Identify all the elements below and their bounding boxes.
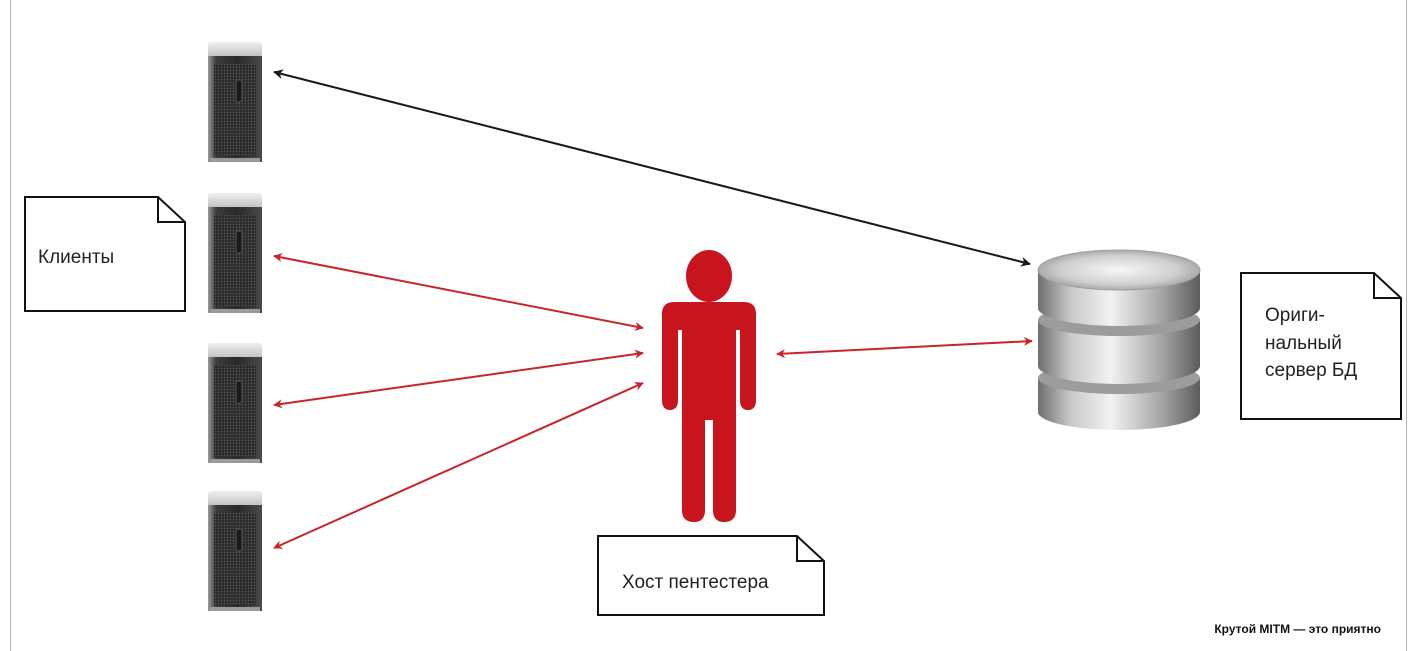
arrow-client3-pentester bbox=[273, 349, 644, 409]
clients-note-fold bbox=[157, 197, 185, 223]
db-note-fold bbox=[1373, 273, 1401, 299]
pentester-host-label: Хост пентестера bbox=[622, 572, 769, 593]
client-server-2-icon bbox=[208, 193, 262, 313]
arrow-client2-pentester bbox=[273, 253, 644, 331]
arrow-client1-database bbox=[273, 69, 1031, 267]
client-server-4-icon bbox=[208, 491, 262, 611]
db-server-label: Ориги- нальный сервер БД bbox=[1265, 302, 1357, 385]
client-server-3-icon bbox=[208, 343, 262, 463]
arrow-client4-pentester bbox=[273, 382, 644, 549]
pentester-note-shape bbox=[597, 535, 825, 616]
diagram-frame bbox=[10, 0, 1407, 651]
db-note-shape bbox=[1240, 272, 1402, 420]
clients-note-shape bbox=[24, 196, 186, 312]
pentester-note-fold bbox=[796, 536, 824, 562]
db-server-label-line-3: сервер БД bbox=[1265, 360, 1358, 382]
pentester-person-icon bbox=[662, 250, 756, 522]
db-server-label-line-2: нальный bbox=[1265, 332, 1342, 354]
database-server-icon bbox=[1037, 249, 1201, 430]
client-server-1-icon bbox=[208, 42, 262, 162]
arrow-pentester-database bbox=[776, 336, 1033, 359]
db-server-label-line-1: Ориги- bbox=[1265, 305, 1325, 326]
clients-label: Клиенты bbox=[38, 247, 115, 268]
figure-caption: Крутой MITM — это приятно bbox=[1214, 622, 1381, 636]
